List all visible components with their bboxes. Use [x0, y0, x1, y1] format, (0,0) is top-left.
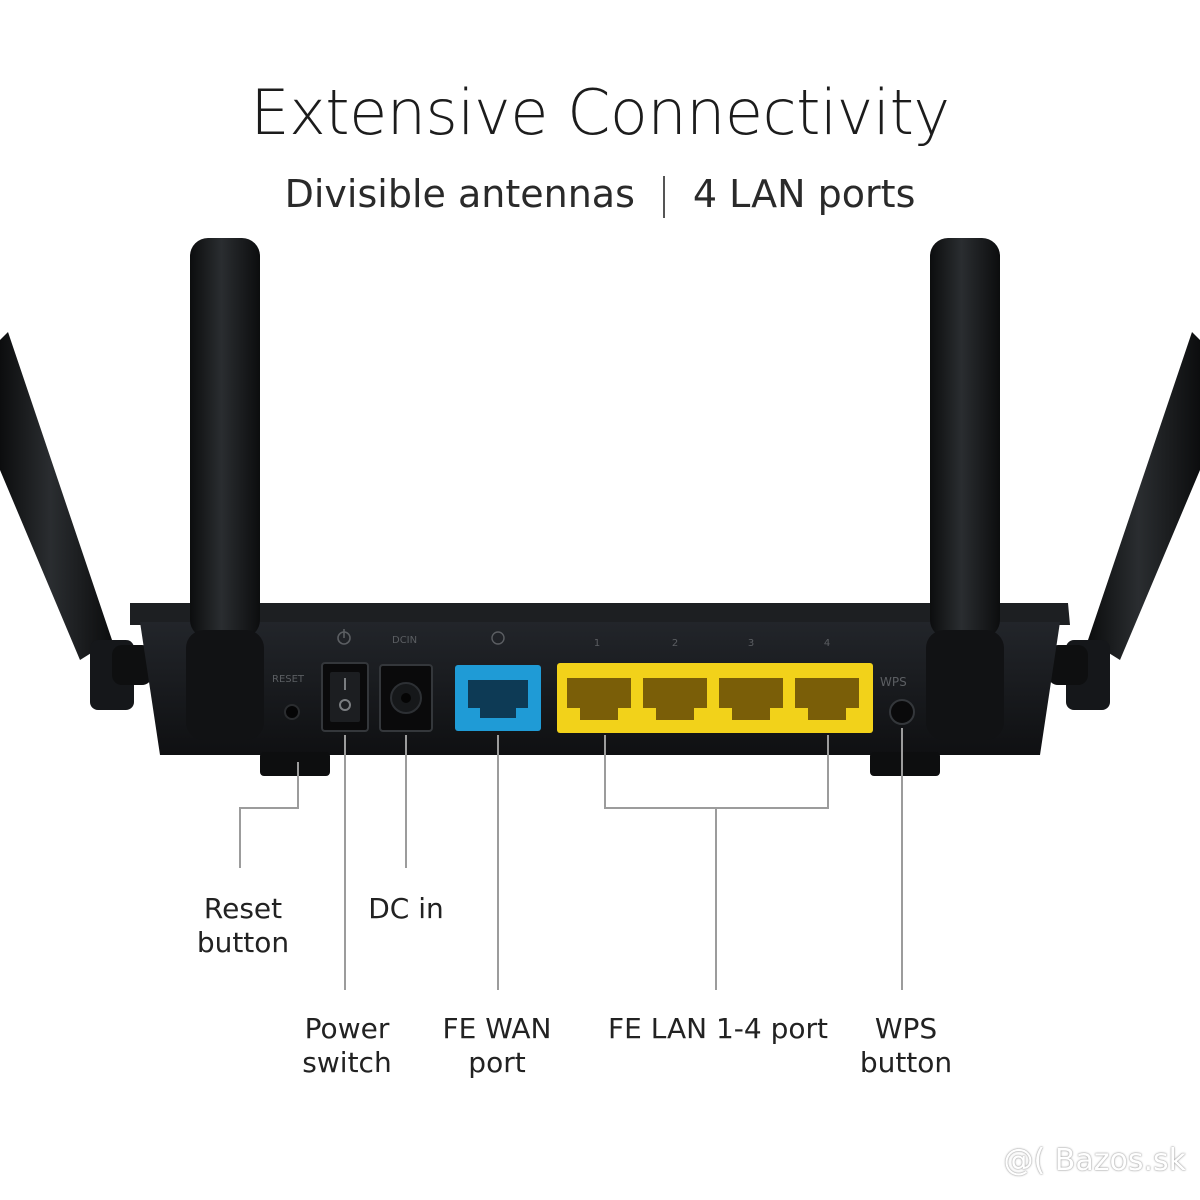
- dcin-panel-label: DCIN: [392, 635, 417, 646]
- lan-port-2[interactable]: [643, 678, 707, 720]
- left-side-antenna: [0, 332, 152, 710]
- internet-icon: [491, 631, 505, 645]
- right-side-antenna: [1048, 332, 1200, 710]
- callout-wan-port: FE WAN port: [422, 1012, 572, 1080]
- wan-port[interactable]: [455, 665, 541, 731]
- lan-number-2: 2: [672, 638, 678, 649]
- lan-port-1[interactable]: [567, 678, 631, 720]
- lan-port-block: [557, 663, 873, 733]
- callout-power-switch: Power switch: [282, 1012, 412, 1080]
- callout-reset-button: Reset button: [178, 892, 308, 960]
- power-icon: [337, 629, 351, 645]
- reset-panel-label: RESET: [272, 674, 305, 685]
- lan-port-3[interactable]: [719, 678, 783, 720]
- lan-number-3: 3: [748, 638, 754, 649]
- lan-port-4[interactable]: [795, 678, 859, 720]
- callout-reset-line2: button: [196, 926, 290, 959]
- callout-wps-line1: WPS: [874, 1012, 938, 1045]
- reset-leader-line: [239, 762, 299, 868]
- power-switch[interactable]: [321, 662, 369, 732]
- dc-in-jack[interactable]: [379, 664, 433, 732]
- wps-panel-label: WPS: [880, 675, 907, 689]
- wps-button[interactable]: [889, 699, 915, 725]
- callout-wps-button: WPS button: [838, 1012, 974, 1080]
- subtitle-divider: [662, 175, 665, 218]
- callout-power-line1: Power: [304, 1012, 390, 1045]
- callout-dc-in: DC in: [346, 892, 466, 926]
- lan-number-1: 1: [594, 638, 600, 649]
- right-front-antenna: [926, 238, 1004, 740]
- lan-number-4: 4: [824, 638, 830, 649]
- callout-lan-ports: FE LAN 1-4 port: [596, 1012, 840, 1046]
- callout-reset-line1: Reset: [203, 892, 283, 925]
- reset-button[interactable]: [284, 704, 300, 720]
- callout-wps-line2: button: [859, 1046, 953, 1079]
- page-subtitle: Divisible antennas 4 LAN ports: [0, 172, 1200, 218]
- leader-lines: [239, 728, 903, 990]
- callout-wan-line2: port: [468, 1046, 526, 1079]
- page-title: Extensive Connectivity: [250, 76, 950, 149]
- callout-wan-line1: FE WAN: [442, 1012, 552, 1045]
- callout-lan-text: FE LAN 1-4 port: [608, 1012, 828, 1045]
- left-front-antenna: [186, 238, 264, 740]
- subtitle-lan-ports: 4 LAN ports: [692, 172, 916, 216]
- watermark: @( Bazos.sk: [1003, 1143, 1186, 1178]
- callout-dcin-text: DC in: [368, 892, 444, 925]
- callout-power-line2: switch: [302, 1046, 392, 1079]
- subtitle-antennas: Divisible antennas: [284, 172, 635, 216]
